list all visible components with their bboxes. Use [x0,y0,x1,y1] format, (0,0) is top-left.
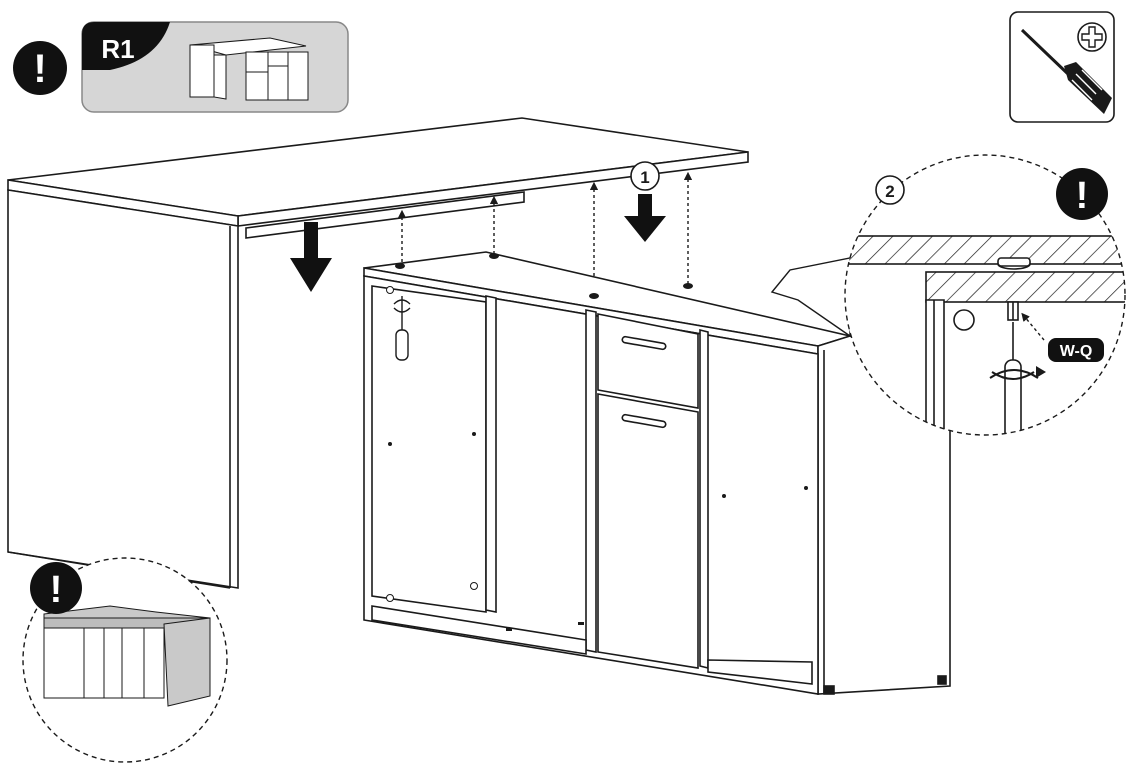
step-1-marker: 1 [630,161,660,191]
dowel-arrows [397,171,693,294]
desk-leg-panel [7,189,239,589]
svg-text:1: 1 [640,168,649,187]
inset-warning-badge: ! [30,562,82,614]
warning-icon: ! [50,569,63,611]
lower-arrows [290,194,666,292]
svg-text:2: 2 [885,182,894,201]
cabinet-hole-markers [386,286,808,631]
sideboard [363,251,951,695]
down-arrow-icon [290,222,332,292]
variant-panel: R1 [81,21,349,113]
down-arrow-icon [624,194,666,242]
variant-label: R1 [101,34,134,64]
tool-box [1009,11,1115,123]
warning-icon: ! [33,47,46,91]
phillips-screwdriver-icon [1020,28,1112,114]
warning-icon: ! [1076,175,1089,217]
variant-thumbnail [189,37,309,101]
drawer-handle [621,335,667,351]
phillips-cross-icon [1077,22,1107,52]
part-code-badge: W-Q [1048,338,1104,362]
warning-badge: ! [13,41,67,95]
screwdriver-small-icon [393,296,411,361]
sideboard-door [597,393,699,669]
step-2-marker: 2 [875,175,905,205]
rotate-arrow-icon [989,366,1046,380]
svg-text:W-Q: W-Q [1060,343,1093,360]
door-handle [621,413,667,429]
orientation-inset: ! [22,557,228,763]
desk [7,117,749,589]
detail-warning-badge: ! [1056,168,1108,220]
detail-callout: W-Q 2 ! [844,154,1126,436]
dowel-holes [395,253,693,299]
